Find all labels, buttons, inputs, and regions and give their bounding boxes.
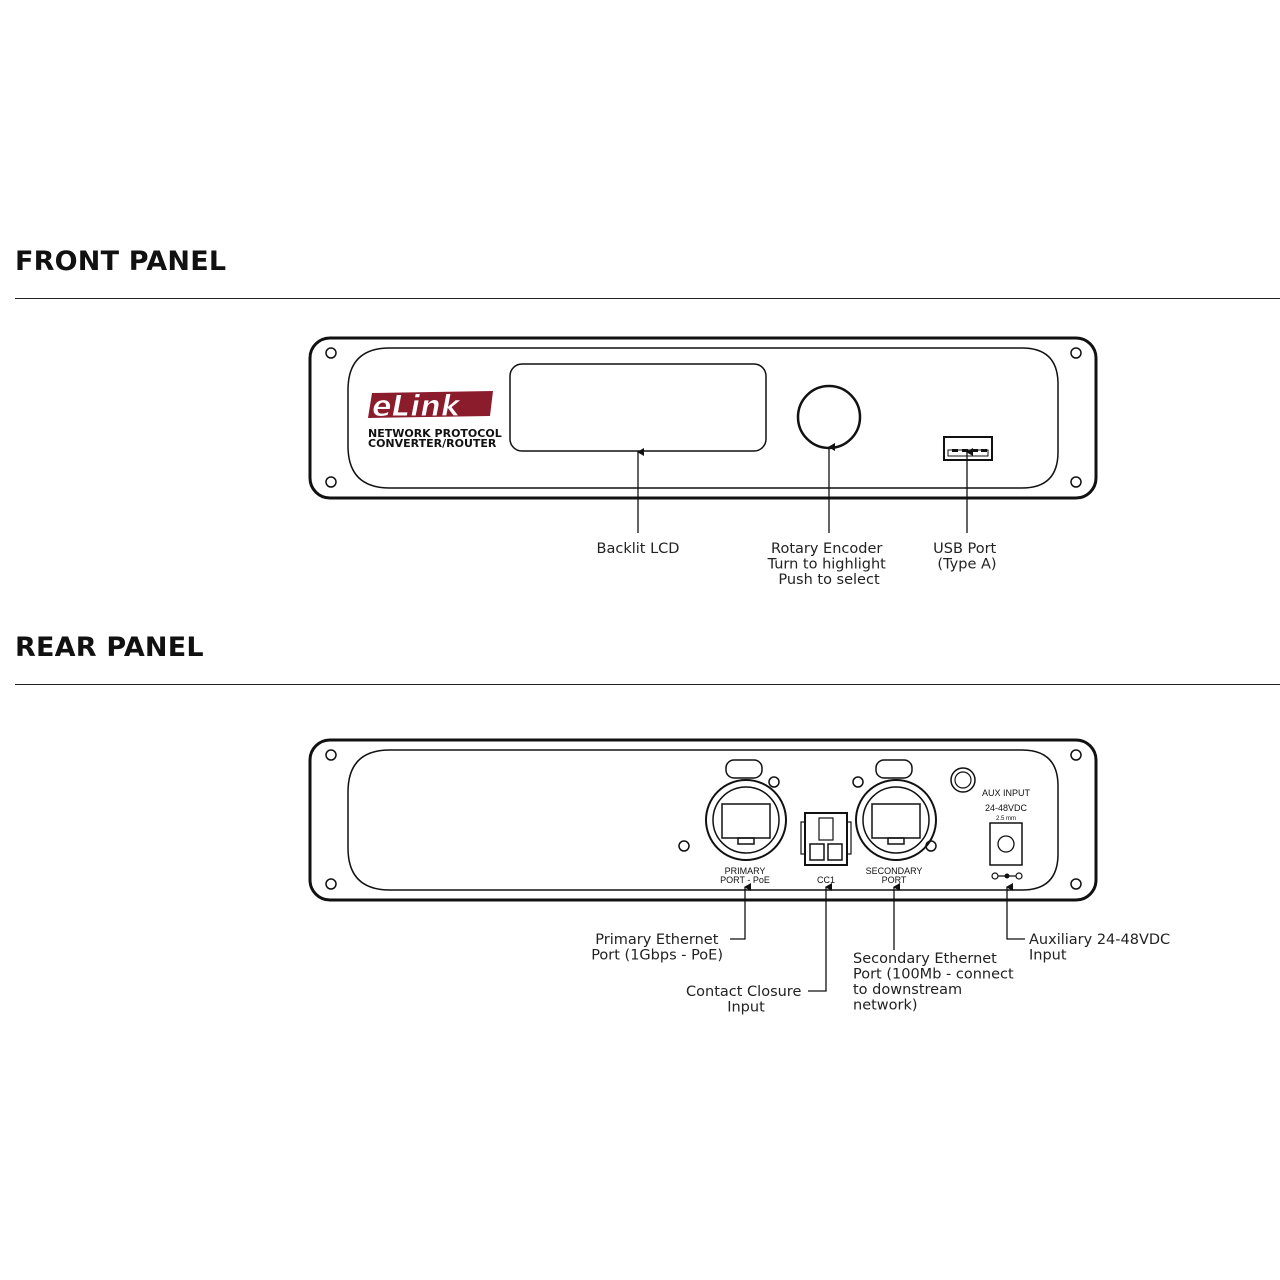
logo-wordmark: eLink — [372, 389, 462, 423]
front-screw-bl — [325, 476, 337, 488]
label-secondary-line2: PORT — [882, 875, 907, 885]
secondary-ethernet-port — [852, 759, 937, 861]
callout-aux: Auxiliary 24-48VDC Input — [1029, 932, 1175, 964]
label-primary-line1: PRIMARY — [725, 866, 766, 876]
label-primary-line2: PORT - PoE — [720, 875, 770, 885]
label-aux-input: AUX INPUT — [982, 788, 1031, 798]
rear-screw-tr — [1070, 749, 1082, 761]
rear-divider — [15, 684, 1280, 685]
rotary-encoder-knob — [796, 384, 862, 450]
label-aux-size: 2.5 mm — [996, 816, 1016, 822]
rear-screw-br — [1070, 878, 1082, 890]
rear-device — [308, 738, 1098, 902]
front-panel-title: FRONT PANEL — [15, 246, 227, 277]
primary-leader — [730, 883, 751, 940]
callout-usb: USB Port (Type A) — [933, 541, 1001, 573]
callout-lcd: Backlit LCD — [597, 541, 680, 557]
elink-logo: eLink — [368, 389, 493, 424]
front-screw-tr — [1070, 347, 1082, 359]
label-secondary-line1: SECONDARY — [866, 866, 923, 876]
callout-secondary: Secondary Ethernet Port (100Mb - connect… — [853, 951, 1018, 1014]
callout-encoder: Rotary Encoder Turn to highlight Push to… — [767, 541, 891, 588]
callout-primary: Primary Ethernet Port (1Gbps - PoE) — [591, 932, 723, 964]
rear-panel-title: REAR PANEL — [15, 632, 204, 663]
contact-closure-terminal — [800, 812, 852, 866]
usb-port — [943, 436, 993, 461]
front-screw-tl — [325, 347, 337, 359]
backlit-lcd — [509, 363, 767, 452]
logo-subtitle-line2: CONVERTER/ROUTER — [368, 437, 497, 450]
front-screw-br — [1070, 476, 1082, 488]
aux-led — [950, 767, 976, 793]
contact-leader — [808, 883, 832, 992]
aux-leader — [1006, 883, 1025, 940]
rear-screw-bl — [325, 878, 337, 890]
label-cc1: CC1 — [817, 875, 835, 885]
aux-dc-jack — [989, 822, 1023, 880]
front-divider — [15, 298, 1280, 299]
primary-ethernet-port — [678, 759, 787, 861]
rear-screw-tl — [325, 749, 337, 761]
callout-contact: Contact Closure Input — [686, 984, 806, 1016]
logo-subtitle-line1: NETWORK PROTOCOL — [368, 427, 502, 440]
label-aux-voltage: 24-48VDC — [985, 803, 1028, 813]
front-device — [308, 336, 1098, 500]
